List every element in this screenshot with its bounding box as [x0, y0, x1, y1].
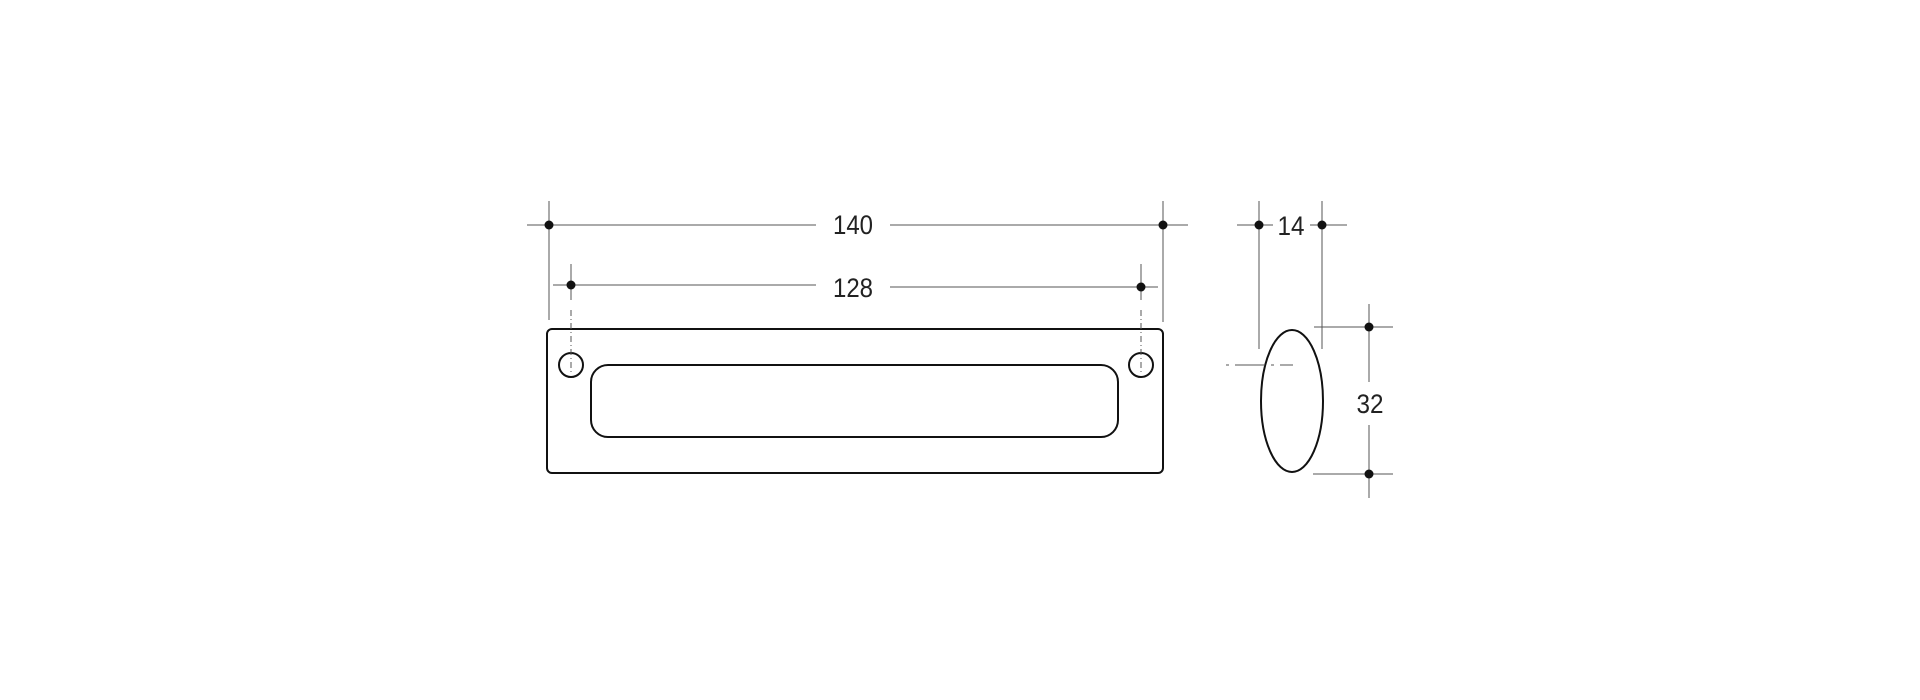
dimension-label-140: 140 — [833, 210, 873, 240]
dimension-label-32: 32 — [1357, 389, 1384, 419]
dimension-overall-length: 140 — [527, 201, 1188, 322]
dimension-label-128: 128 — [833, 273, 873, 303]
handle-outline — [546, 328, 1164, 474]
front-view — [546, 328, 1164, 474]
dimension-height: 32 — [1313, 304, 1393, 498]
handle-profile — [1260, 329, 1324, 473]
grip-recess — [590, 364, 1119, 438]
dimension-depth: 14 — [1237, 201, 1347, 349]
side-view — [1226, 329, 1324, 473]
dimension-label-14: 14 — [1278, 211, 1305, 241]
dimension-hole-spacing: 128 — [553, 264, 1158, 372]
